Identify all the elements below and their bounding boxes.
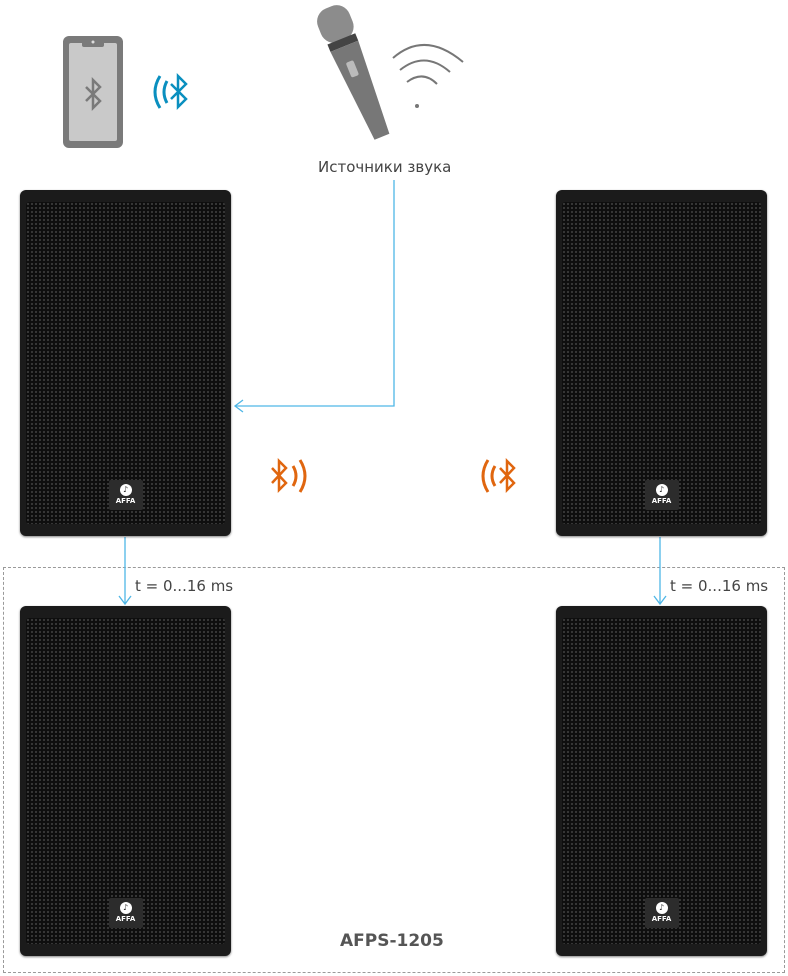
speaker-top-left: ♪AFFA bbox=[20, 190, 231, 536]
brand-logo: ♪AFFA bbox=[644, 898, 679, 928]
bluetooth-link-icon-right bbox=[481, 458, 516, 494]
sound-sources-label: Источники звука bbox=[318, 158, 452, 176]
speaker-bottom-left: ♪AFFA bbox=[20, 606, 231, 956]
brand-logo: ♪AFFA bbox=[108, 480, 143, 510]
wired-group-boundary bbox=[3, 567, 785, 973]
brand-logo: ♪AFFA bbox=[108, 898, 143, 928]
microphone-icon bbox=[317, 5, 464, 140]
speaker-bottom-right: ♪AFFA bbox=[556, 606, 767, 956]
smartphone-icon bbox=[63, 36, 123, 148]
bluetooth-link-icon-left bbox=[271, 458, 307, 494]
delay-label-right: t = 0...16 ms bbox=[670, 577, 769, 595]
delay-label-left: t = 0...16 ms bbox=[135, 577, 234, 595]
bluetooth-icon bbox=[153, 72, 188, 111]
model-label: AFPS-1205 bbox=[340, 931, 444, 951]
speaker-top-right: ♪AFFA bbox=[556, 190, 767, 536]
brand-logo: ♪AFFA bbox=[644, 480, 679, 510]
